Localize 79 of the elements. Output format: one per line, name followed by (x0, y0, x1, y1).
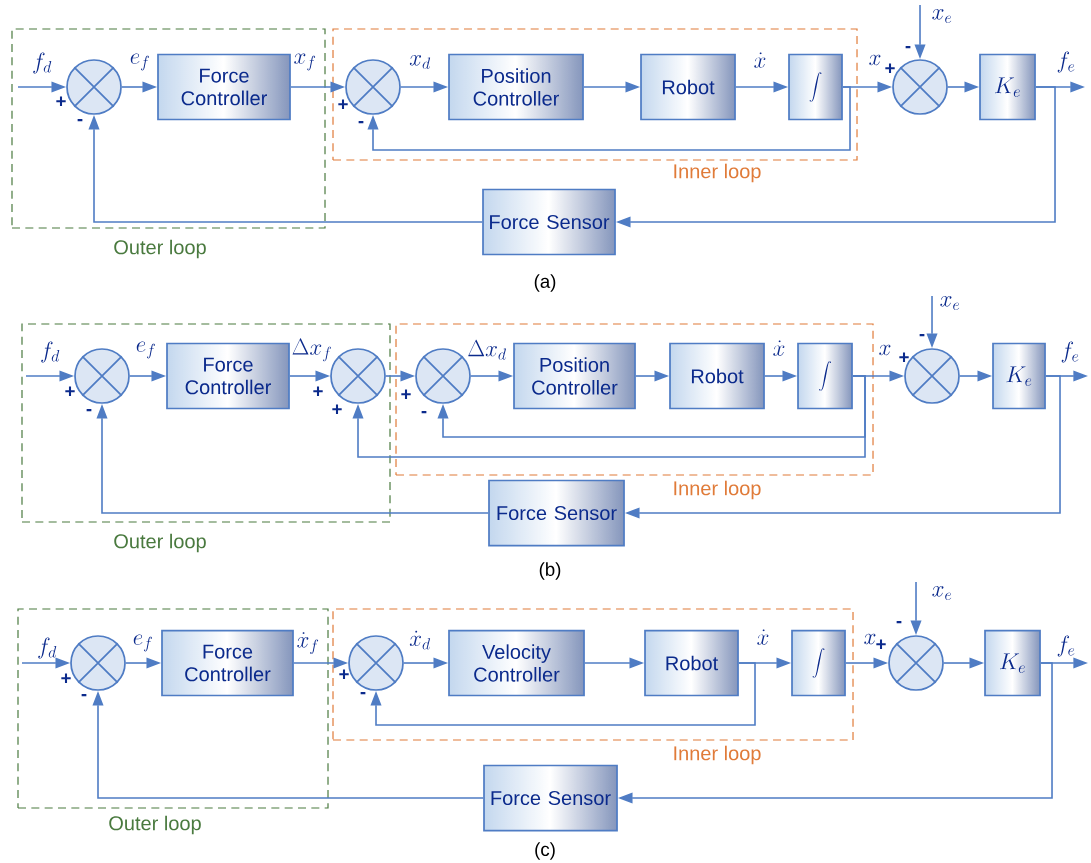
loop-label: Inner loop (674, 745, 761, 765)
sign-label: + (338, 99, 348, 109)
block: Position Controller (513, 342, 636, 410)
sign-label: + (332, 404, 342, 414)
signal-label: $\dot{x}_d$ (409, 630, 431, 650)
block: Robot (644, 629, 739, 697)
signal-label: $x_d$ (409, 55, 431, 69)
block: Robot (669, 342, 765, 410)
sign-label: - (896, 621, 902, 624)
signal-label: $x$ (869, 54, 881, 66)
block: Force Sensor (488, 479, 625, 547)
signal-label: $\dot{x}_f$ (297, 632, 319, 654)
signal-label: $f_e$ (1057, 51, 1075, 73)
block: Position Controller (448, 53, 584, 121)
signal-label: $f_d$ (41, 341, 60, 363)
sign-label: - (86, 409, 92, 412)
block: $K_e$ (992, 342, 1046, 410)
signal-label: $\dot{x}$ (757, 629, 769, 645)
sign-label: - (77, 119, 83, 122)
signal-label: $\Delta x_f$ (292, 338, 331, 362)
sign-label: + (313, 386, 323, 396)
panel-caption: (b) (539, 562, 561, 580)
sign-label: + (885, 63, 895, 73)
signal-label: $x$ (879, 344, 891, 356)
block: Force Controller (166, 342, 290, 410)
summing-junction (330, 348, 386, 404)
loop-label: Outer loop (109, 815, 201, 835)
loop-label: Inner loop (674, 480, 761, 500)
block: Velocity Controller (448, 629, 585, 697)
block: $\int$ (791, 629, 846, 697)
sign-label: - (421, 411, 427, 414)
signal-label: $x_e$ (932, 586, 952, 600)
sign-label: + (61, 673, 71, 683)
signal-label: $e_f$ (133, 634, 152, 652)
block: Robot (640, 53, 736, 121)
block: Force Sensor (483, 764, 618, 832)
summing-junction (348, 635, 404, 691)
signal-label: $x_e$ (932, 9, 952, 23)
signal-label: $e_f$ (136, 341, 155, 359)
sign-label: - (81, 694, 87, 697)
signal-label: $x_f$ (294, 53, 316, 71)
sign-label: + (876, 639, 886, 649)
loop-label: Inner loop (674, 163, 761, 183)
summing-junction (74, 348, 130, 404)
sign-label: + (339, 669, 349, 679)
signal-label: $f_d$ (33, 52, 52, 74)
summing-junction (70, 635, 126, 691)
sign-label: + (65, 386, 75, 396)
sign-label: - (358, 121, 364, 124)
signal-label: $x_e$ (940, 296, 960, 310)
signal-label: $f_e$ (1061, 341, 1079, 363)
arrow (352, 375, 866, 458)
signal-label: $f_d$ (38, 637, 57, 659)
loop-label: Outer loop (114, 533, 206, 553)
block: Force Controller (161, 629, 294, 697)
arrow (370, 662, 756, 726)
sign-label: + (401, 389, 411, 399)
sign-label: + (56, 96, 66, 106)
signal-label: $\dot{x}$ (773, 340, 785, 356)
sign-label: - (905, 46, 911, 49)
summing-junction (66, 59, 122, 115)
block: $K_e$ (984, 629, 1041, 697)
signal-label: $e_f$ (130, 53, 149, 71)
block: Force Controller (157, 53, 291, 121)
signal-label: $f_e$ (1057, 635, 1075, 657)
sign-label: - (919, 334, 925, 337)
sign-label: - (360, 692, 366, 695)
sign-label: + (899, 352, 909, 362)
loop-label: Outer loop (114, 239, 206, 259)
summing-junction (888, 635, 944, 691)
arrow (367, 86, 851, 151)
signal-label: $\Delta x_d$ (468, 339, 506, 360)
block: $K_e$ (979, 53, 1036, 121)
signal-label: $x$ (864, 633, 876, 645)
block: $\int$ (788, 53, 843, 121)
block: Force Sensor (482, 188, 616, 256)
signal-label: $\dot{x}$ (754, 52, 766, 68)
block: $\int$ (797, 342, 853, 410)
panel-caption: (a) (534, 274, 556, 292)
